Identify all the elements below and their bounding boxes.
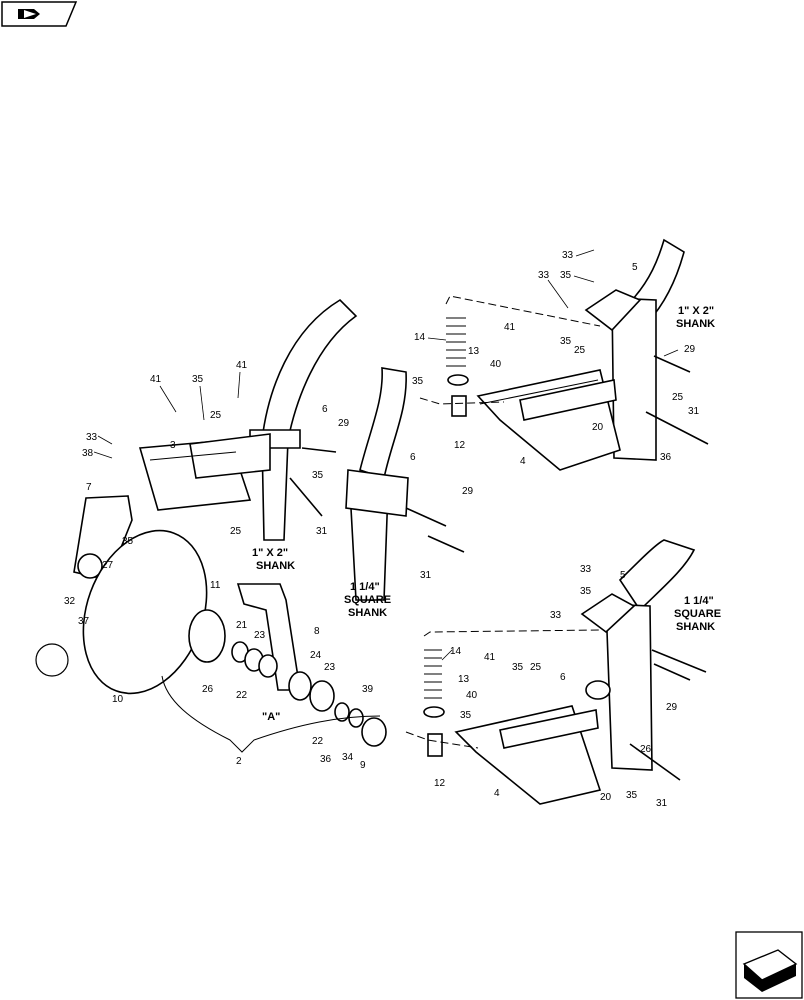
callout-10: 10	[112, 694, 124, 705]
callout-29: 29	[338, 418, 350, 429]
caption-1x2-right-l1: 1" X 2"	[678, 305, 714, 317]
coulter-disc	[82, 529, 226, 695]
callout-3: 3	[170, 440, 176, 451]
callout-23: 23	[324, 662, 336, 673]
callout-32: 32	[64, 596, 76, 607]
callout-38: 38	[82, 448, 94, 459]
callout-6: 6	[410, 452, 416, 463]
callout-35: 35	[192, 374, 204, 385]
right-bottom-spring	[423, 649, 445, 757]
callout-37: 37	[78, 616, 90, 627]
callout-23: 23	[254, 630, 266, 641]
callout-35: 35	[312, 470, 324, 481]
callout-41: 41	[484, 652, 496, 663]
callout-36: 36	[320, 754, 332, 765]
callout-14: 14	[450, 646, 462, 657]
callout-40: 40	[490, 359, 502, 370]
callout-35: 35	[412, 376, 424, 387]
callout-33: 33	[580, 564, 592, 575]
callout-31: 31	[688, 406, 700, 417]
callout-26: 26	[640, 744, 652, 755]
callout-41: 41	[504, 322, 516, 333]
caption-square-right-l2: SQUARE	[674, 608, 721, 620]
callout-12: 12	[454, 440, 466, 451]
callout-6: 6	[322, 404, 328, 415]
callout-31: 31	[316, 526, 328, 537]
callout-25: 25	[574, 345, 586, 356]
callout-11: 11	[210, 580, 221, 591]
caption-square-right-l1: 1 1/4"	[684, 595, 714, 607]
callout-33: 33	[550, 610, 562, 621]
caption-square-right-l3: SHANK	[676, 621, 715, 633]
callout-26: 26	[202, 684, 214, 695]
callout-34: 34	[342, 752, 354, 763]
callout-12: 12	[434, 778, 446, 789]
callout-35: 35	[580, 586, 592, 597]
callout-4: 4	[520, 456, 526, 467]
caption-square-left-l3: SHANK	[348, 607, 387, 619]
callout-14: 14	[414, 332, 426, 343]
caption-detail-a: "A"	[262, 711, 280, 723]
left-shank-square	[345, 367, 409, 601]
callout-5: 5	[632, 262, 638, 273]
callout-25: 25	[210, 410, 222, 421]
book-arrow-icon[interactable]	[1, 1, 78, 27]
callout-20: 20	[592, 422, 604, 433]
callout-13: 13	[468, 346, 480, 357]
callout-21: 21	[236, 620, 248, 631]
callout-29: 29	[684, 344, 696, 355]
callout-35: 35	[560, 270, 572, 281]
caption-1x2-right-l2: SHANK	[676, 318, 715, 330]
callout-33: 33	[538, 270, 550, 281]
callout-6: 6	[560, 672, 566, 683]
callout-35: 35	[122, 536, 134, 547]
caption-square-left-l2: SQUARE	[344, 594, 391, 606]
reference-circle	[35, 643, 69, 677]
callout-41: 41	[236, 360, 248, 371]
callout-13: 13	[458, 674, 470, 685]
callout-25: 25	[672, 392, 684, 403]
callout-24: 24	[310, 650, 322, 661]
callout-8: 8	[314, 626, 320, 637]
callout-4: 4	[494, 788, 500, 799]
hub-assembly	[231, 583, 387, 747]
callout-25: 25	[230, 526, 242, 537]
right-top-frame	[476, 369, 621, 471]
callout-22: 22	[236, 690, 248, 701]
callout-31: 31	[656, 798, 668, 809]
callout-39: 39	[362, 684, 374, 695]
callout-36: 36	[660, 452, 672, 463]
caption-1x2-left-l1: 1" X 2"	[252, 547, 288, 559]
callout-40: 40	[466, 690, 478, 701]
caption-1x2-left-l2: SHANK	[256, 560, 295, 572]
left-mount-bracket	[138, 433, 271, 511]
right-bottom-shank	[580, 539, 696, 771]
callout-35: 35	[626, 790, 638, 801]
callout-2: 2	[236, 756, 242, 767]
callout-27: 27	[102, 560, 114, 571]
right-top-spring	[446, 317, 469, 417]
callout-29: 29	[666, 702, 678, 713]
right-bottom-frame	[454, 680, 611, 805]
callout-29: 29	[462, 486, 474, 497]
callout-41: 41	[150, 374, 162, 385]
callout-20: 20	[600, 792, 612, 803]
callout-9: 9	[360, 760, 366, 771]
callout-31: 31	[420, 570, 432, 581]
callout-22: 22	[312, 736, 324, 747]
callout-33: 33	[562, 250, 574, 261]
callout-7: 7	[86, 482, 92, 493]
callout-35: 35	[560, 336, 572, 347]
next-page-arrow-icon[interactable]	[735, 931, 803, 999]
caption-square-left-l1: 1 1/4"	[350, 581, 380, 593]
callout-35: 35	[460, 710, 472, 721]
callout-25: 25	[530, 662, 542, 673]
callout-5: 5	[620, 570, 626, 581]
callout-33: 33	[86, 432, 98, 443]
right-top-shank	[584, 238, 685, 461]
callout-35: 35	[512, 662, 524, 673]
